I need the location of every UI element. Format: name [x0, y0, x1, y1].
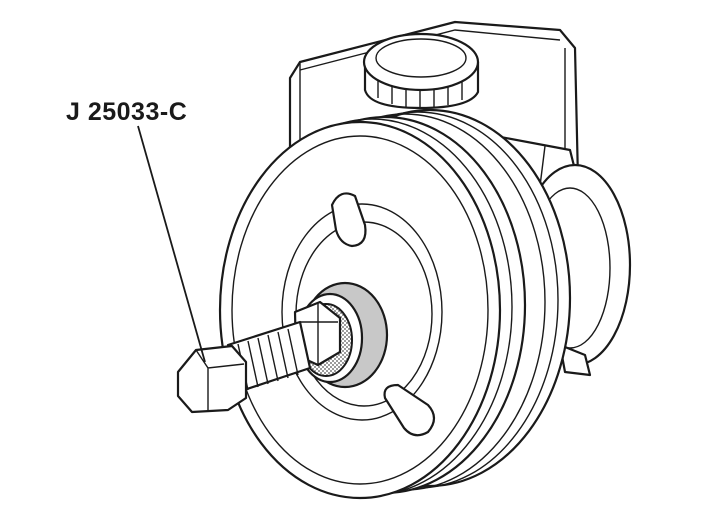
pulley-slot-top: [330, 192, 367, 248]
pulley: [218, 108, 572, 500]
tool-callout-label: J 25033-C: [66, 98, 188, 126]
pulley-slot-bottom: [383, 383, 436, 437]
tool-j25033c: [176, 300, 342, 414]
callout-leader: [137, 125, 206, 363]
filler-cap: [362, 32, 480, 110]
